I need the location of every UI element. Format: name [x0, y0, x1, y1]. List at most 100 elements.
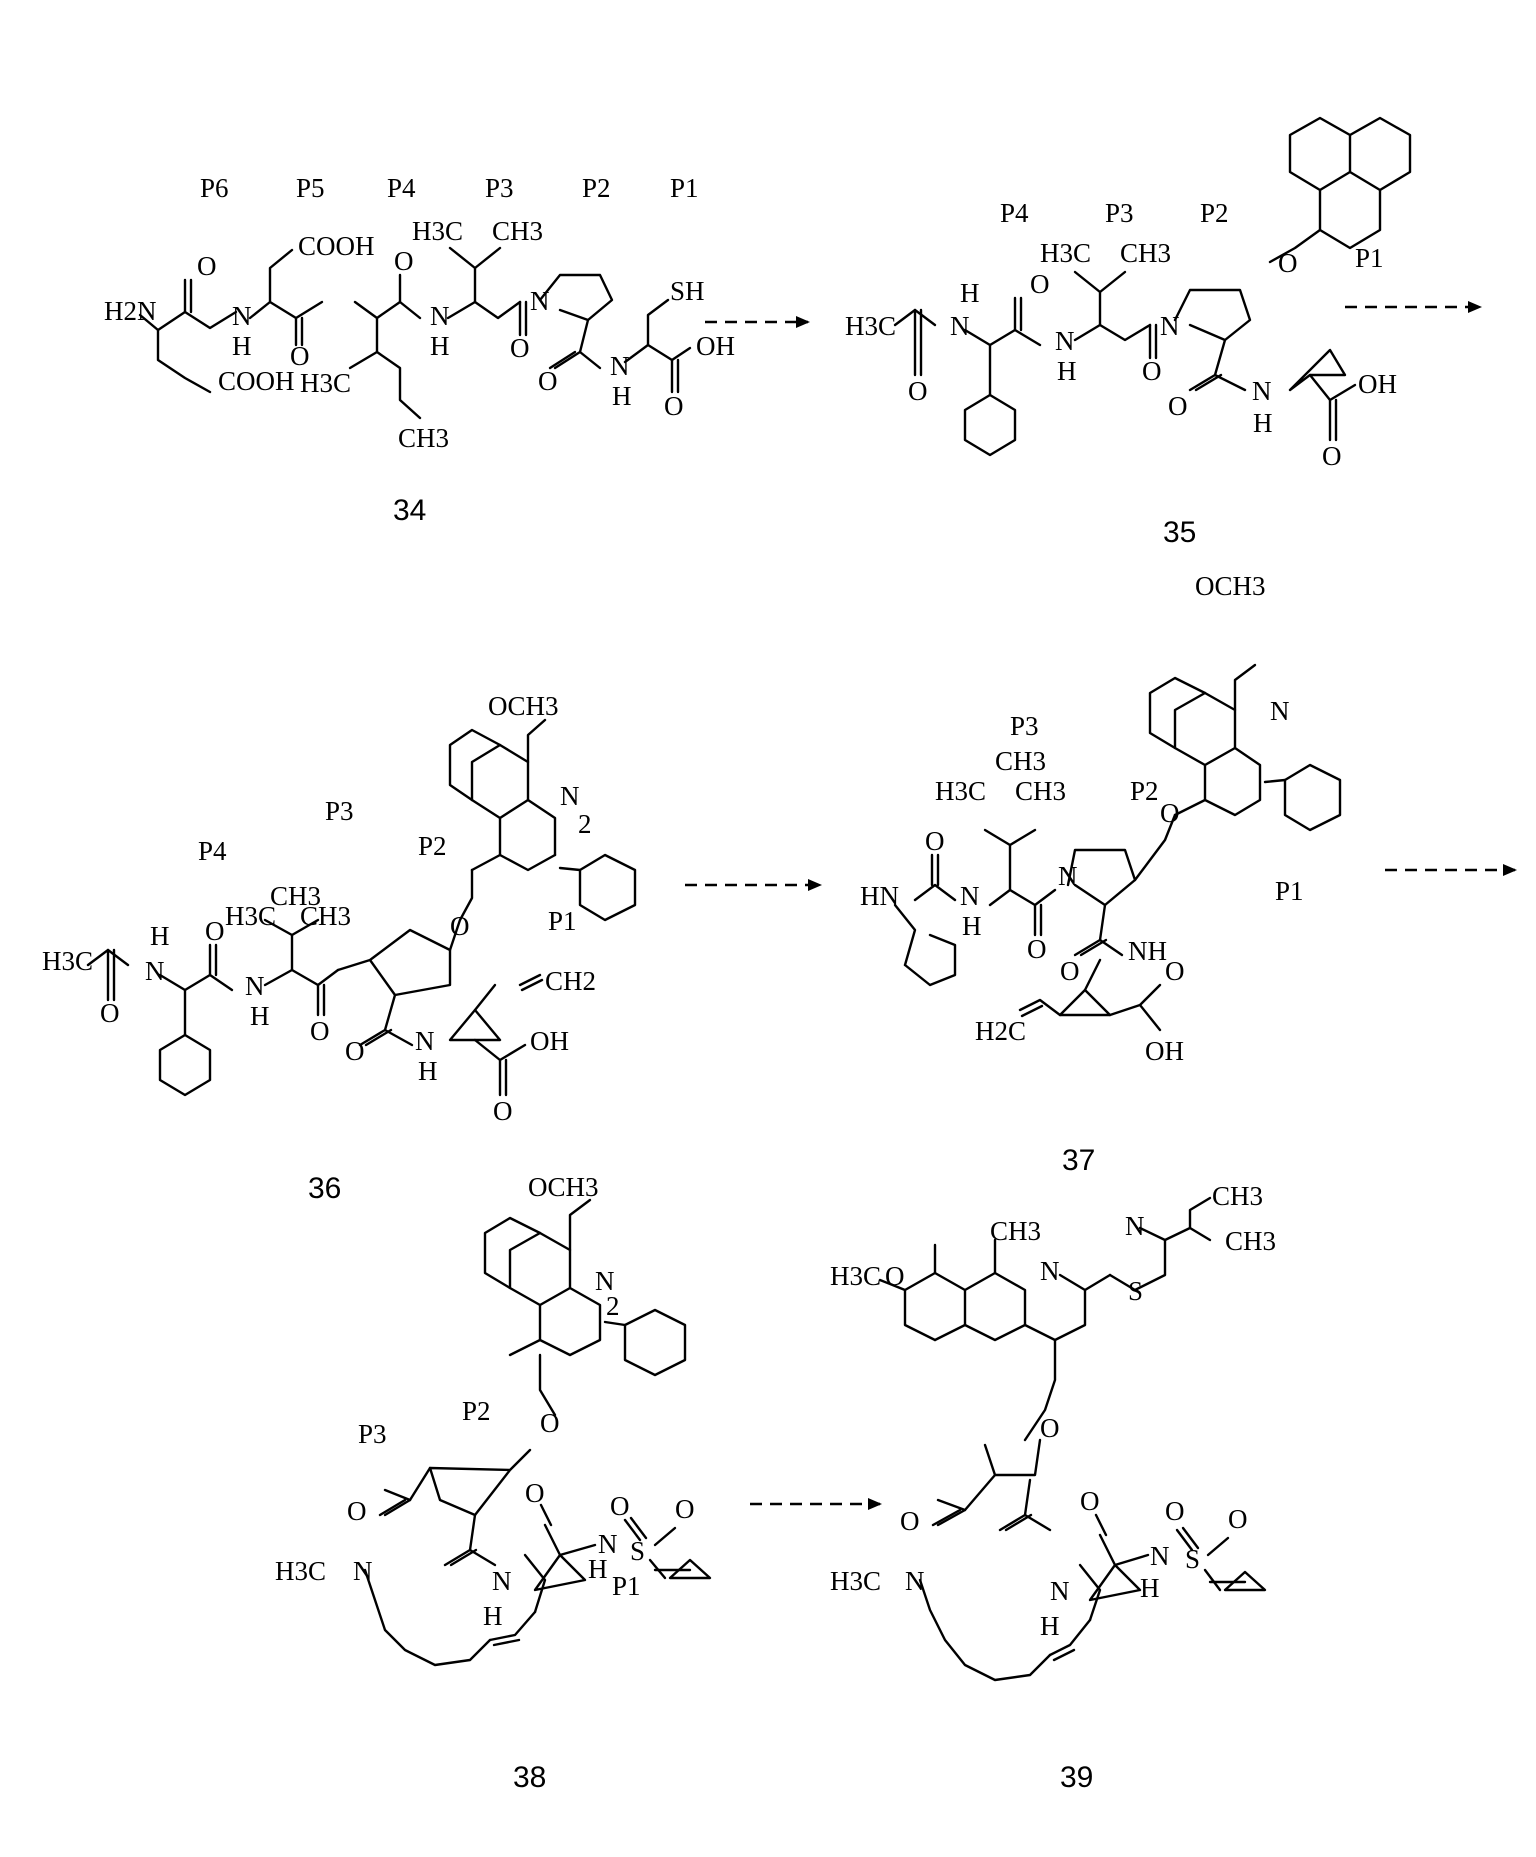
atom-label: O — [450, 911, 470, 941]
atom-label: H3C — [1040, 238, 1091, 268]
atom-label: H — [1040, 1611, 1060, 1641]
atom-label: N — [960, 881, 980, 911]
compound-number: 39 — [1060, 1761, 1093, 1794]
atom-label: N — [1050, 1576, 1070, 1606]
atom-label: S — [630, 1536, 645, 1566]
atom-label: O — [347, 1496, 367, 1526]
atom-label: H — [1253, 408, 1273, 438]
atom-label: O — [1027, 934, 1047, 964]
atom-label: CH3 — [990, 1216, 1041, 1246]
residue-label: P5 — [296, 173, 325, 203]
atom-label: N — [530, 286, 550, 316]
atom-label: N — [353, 1556, 373, 1586]
atom-label: N — [1125, 1211, 1145, 1241]
atom-label: N — [560, 781, 580, 811]
atom-label: CH3 — [1120, 238, 1171, 268]
atom-label: H — [150, 921, 170, 951]
atom-label: N — [1058, 861, 1078, 891]
atom-label: N — [1160, 311, 1180, 341]
compound-36-bonds — [86, 718, 637, 1097]
compound-34: P6 P5 P4 P3 P2 P1 — [104, 173, 735, 527]
atom-label: O — [1168, 391, 1188, 421]
atom-label: CH2 — [545, 966, 596, 996]
atom-label: H3C — [830, 1261, 881, 1291]
atom-label: O — [1228, 1504, 1248, 1534]
atom-label: O — [1080, 1486, 1100, 1516]
compound-37-bonds — [893, 663, 1342, 1032]
atom-label: H3C — [42, 946, 93, 976]
atom-label: H — [1140, 1573, 1160, 1603]
atom-label: CH3 — [1015, 776, 1066, 806]
compound-number: 34 — [393, 494, 426, 527]
atom-label: O — [1160, 798, 1180, 828]
atom-label: O — [197, 251, 217, 281]
atom-label: N — [1150, 1541, 1170, 1571]
compound-38-bonds — [363, 1198, 712, 1667]
residue-label: P4 — [1000, 198, 1029, 228]
atom-label: O — [1030, 269, 1050, 299]
residue-label: P1 — [1355, 243, 1384, 273]
compound-39: CH3 CH3 CH3 H3C O N N S O O O S O N H H3… — [830, 1181, 1276, 1794]
atom-label: N — [598, 1529, 618, 1559]
atom-label: H — [483, 1601, 503, 1631]
atom-label: O — [1322, 441, 1342, 471]
atom-label: OH — [530, 1026, 569, 1056]
atom-label: CH3 — [995, 746, 1046, 776]
atom-label: N — [145, 956, 165, 986]
atom-label: N — [950, 311, 970, 341]
atom-label: H — [418, 1056, 438, 1086]
atom-label: H — [612, 381, 632, 411]
atom-label: H — [430, 331, 450, 361]
atom-label: N — [905, 1566, 925, 1596]
atom-label: N — [1270, 696, 1290, 726]
atom-label: H3C — [830, 1566, 881, 1596]
atom-label: O — [900, 1506, 920, 1536]
atom-label: H3C — [300, 368, 351, 398]
atom-label: O — [525, 1478, 545, 1508]
atom-label: O — [205, 916, 225, 946]
residue-label: P2 — [462, 1396, 491, 1426]
atom-label: H3C — [845, 311, 896, 341]
compound-number: 36 — [308, 1172, 341, 1205]
atom-label: H — [962, 911, 982, 941]
residue-label: P2 — [1130, 776, 1159, 806]
atom-label: OCH3 — [528, 1172, 599, 1202]
atom-label: H — [588, 1554, 608, 1584]
atom-label: O — [493, 1096, 513, 1126]
compound-number: 38 — [513, 1761, 546, 1794]
atom-label: N — [245, 971, 265, 1001]
residue-label: P4 — [198, 836, 227, 866]
atom-label: OH — [1358, 369, 1397, 399]
atom-label: H — [232, 331, 252, 361]
atom-label: S — [1185, 1544, 1200, 1574]
atom-label: S — [1128, 1276, 1143, 1306]
atom-label: CH3 — [1225, 1226, 1276, 1256]
residue-label: P1 — [670, 173, 699, 203]
compound-34-bonds — [138, 246, 692, 420]
atom-label: SH — [670, 276, 705, 306]
atom-label: NH — [1128, 936, 1167, 966]
residue-label: P4 — [387, 173, 416, 203]
atom-label: H2C — [975, 1016, 1026, 1046]
atom-label: H3C — [275, 1556, 326, 1586]
atom-label: O — [1165, 1496, 1185, 1526]
atom-label: 2 — [606, 1291, 620, 1321]
residue-label: P3 — [325, 796, 354, 826]
atom-label: COOH — [298, 231, 375, 261]
compound-36: P4 P3 P2 P1 — [42, 691, 637, 1205]
atom-label: CH3 — [492, 216, 543, 246]
compound-number: 35 — [1163, 516, 1196, 549]
atom-label: OCH3 — [1195, 571, 1266, 601]
compound-37: P3 P2 P1 — [860, 571, 1342, 1177]
atom-label: O — [908, 376, 928, 406]
residue-label: P2 — [1200, 198, 1229, 228]
atom-label: O — [1060, 956, 1080, 986]
residue-label: P2 — [418, 831, 447, 861]
compound-39-bonds — [878, 1196, 1267, 1682]
residue-label: P3 — [485, 173, 514, 203]
compound-38: P3 P2 P1 — [275, 1172, 712, 1794]
atom-label: O — [1165, 956, 1185, 986]
atom-label: CH3 — [1212, 1181, 1263, 1211]
atom-label: O — [664, 391, 684, 421]
